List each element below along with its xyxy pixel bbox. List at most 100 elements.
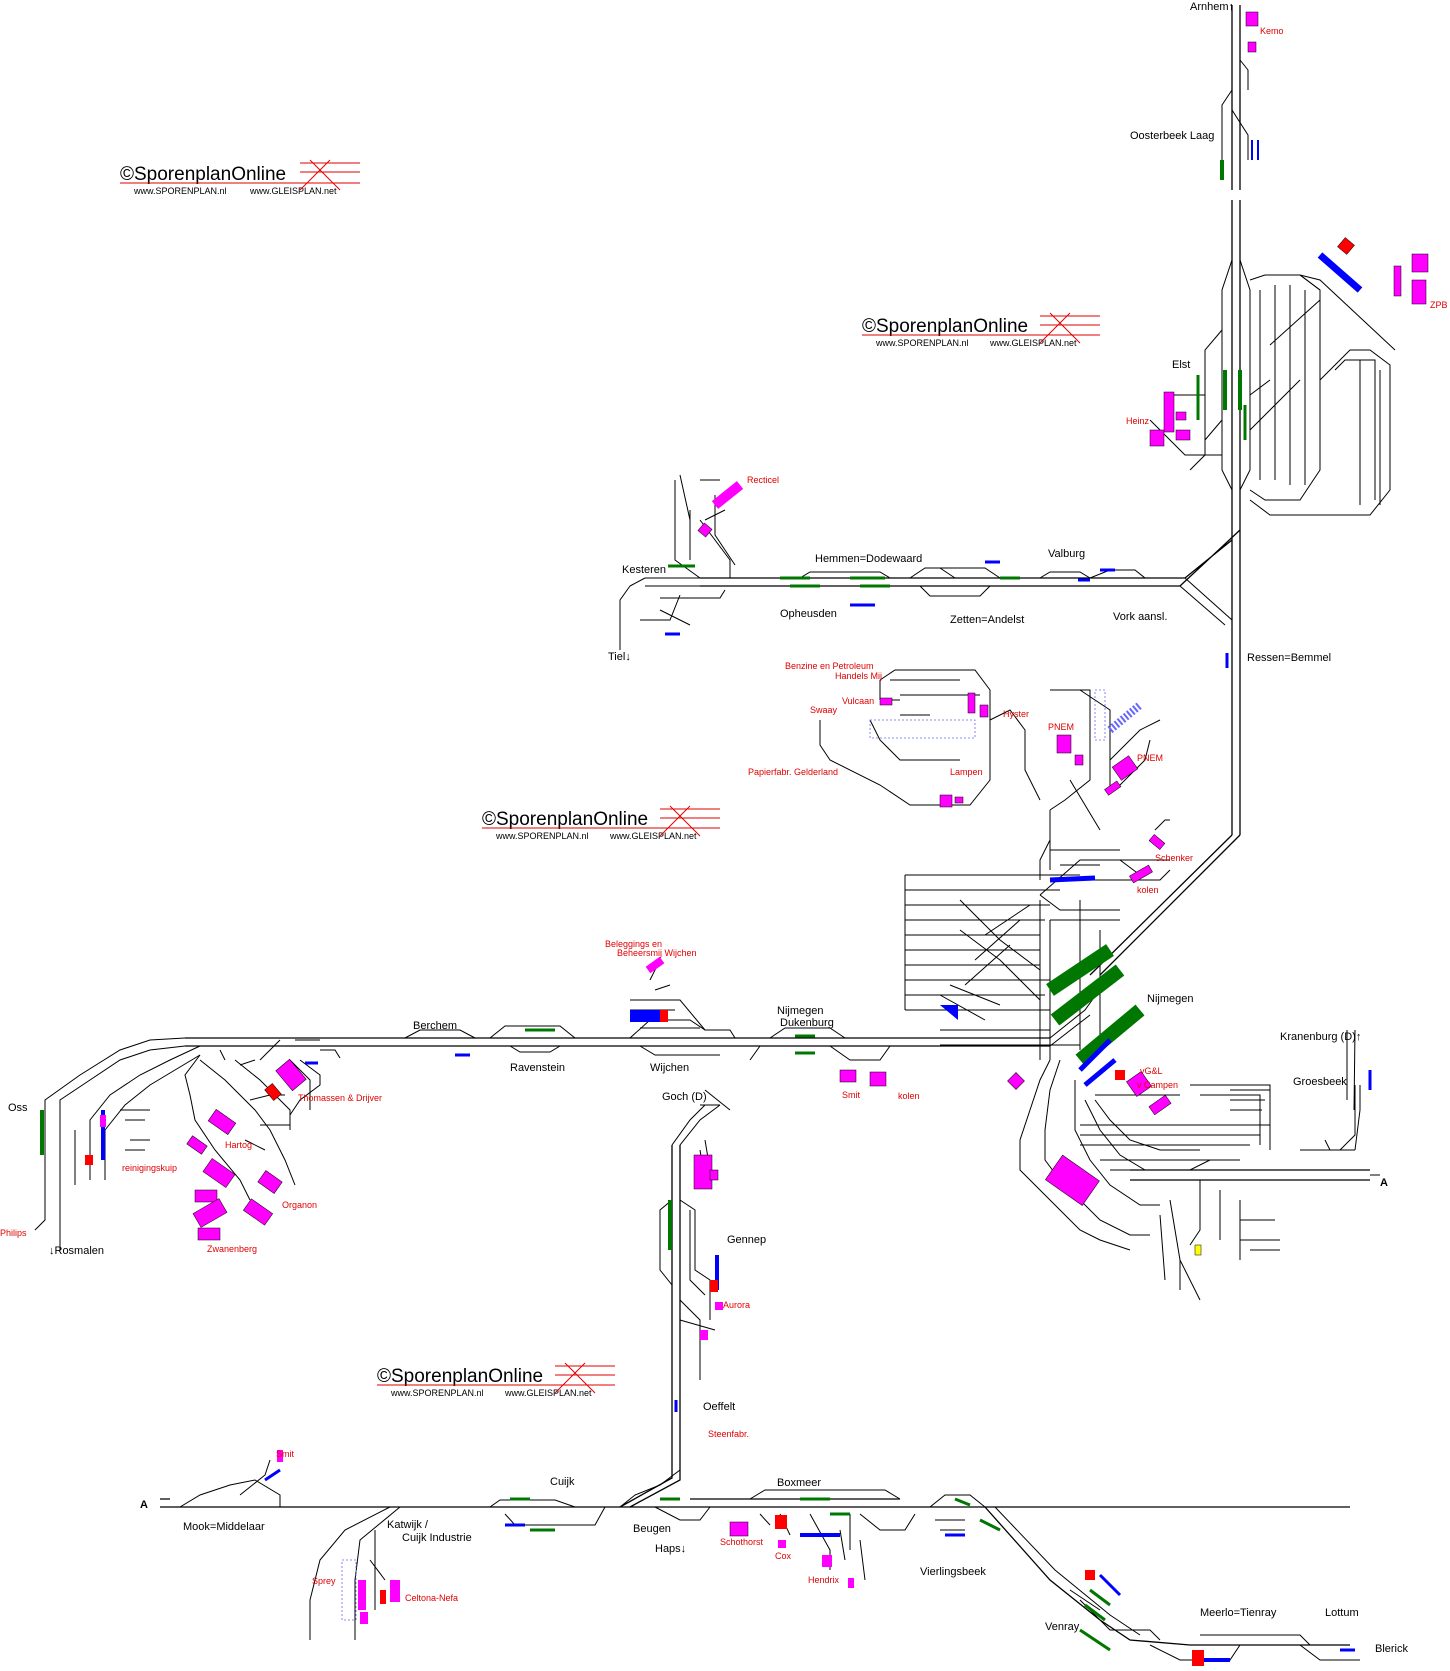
label-reiniging-1: reinigingskuip	[122, 1163, 177, 1173]
label-aurora: Aurora	[723, 1300, 750, 1310]
label-gennep: Gennep	[727, 1234, 766, 1246]
logo-url1: www.SPORENPLAN.nl	[875, 338, 969, 348]
label-schothorst: Schothorst	[720, 1537, 764, 1547]
label-pnem2: PNEM	[1137, 753, 1163, 763]
logo-brand: ©SporenplanOnline	[482, 809, 648, 830]
label-nijmegen: Nijmegen	[1147, 993, 1193, 1005]
logo-graphic	[862, 312, 1100, 344]
label-kolen1: kolen	[1137, 885, 1159, 895]
label-thomassen: Thomassen & Drijver	[298, 1093, 382, 1103]
label-benzine-1: Benzine en Petroleum	[785, 661, 874, 671]
label-oss: Oss	[8, 1102, 28, 1114]
logo-brand: ©SporenplanOnline	[862, 316, 1028, 337]
logo-brand: ©SporenplanOnline	[377, 1366, 543, 1387]
label-a-left: A	[140, 1499, 148, 1511]
label-groesbeek: Groesbeek	[1293, 1076, 1347, 1088]
label-rosmalen: ↓Rosmalen	[49, 1245, 104, 1257]
label-kolen2: kolen	[898, 1091, 920, 1101]
label-smit2: Smit	[276, 1449, 294, 1459]
logo-1: ©SporenplanOnline www.SPORENPLAN.nl www.…	[120, 159, 360, 196]
label-vork: Vork aansl.	[1113, 611, 1167, 623]
line-nijmegen-venlo	[160, 1380, 1360, 1661]
nijmegen-south	[1019, 1029, 1380, 1301]
label-kesteren: Kesteren	[622, 564, 666, 576]
label-vierlingsbeek: Vierlingsbeek	[920, 1566, 986, 1578]
label-berchem: Berchem	[413, 1020, 457, 1032]
logo-url1: www.SPORENPLAN.nl	[495, 831, 589, 841]
label-oosterbeek: Oosterbeek Laag	[1130, 130, 1214, 142]
logo-url2: www.GLEISPLAN.net	[609, 831, 697, 841]
label-venray: Venray	[1045, 1621, 1080, 1633]
label-hendrix: Hendrix	[808, 1575, 840, 1585]
label-heinz: Heinz	[1126, 416, 1150, 426]
label-katwijk-2: Cuijk Industrie	[402, 1532, 472, 1544]
label-cuijk: Cuijk	[550, 1476, 575, 1488]
label-blerick: Blerick	[1375, 1643, 1409, 1655]
label-smit1: Smit	[842, 1090, 860, 1100]
logo-graphic	[482, 805, 720, 837]
logo-url2: www.GLEISPLAN.net	[989, 338, 1077, 348]
label-lampen: Lampen	[950, 767, 983, 777]
logo-2: ©SporenplanOnline www.SPORENPLAN.nl www.…	[862, 312, 1100, 348]
label-recticel: Recticel	[747, 475, 779, 485]
label-vgsl: vG&L	[1140, 1066, 1163, 1076]
label-ressen: Ressen=Bemmel	[1247, 652, 1331, 664]
label-lottum: Lottum	[1325, 1607, 1359, 1619]
label-oeffelt: Oeffelt	[703, 1401, 735, 1413]
logo-graphic	[120, 159, 360, 191]
label-boxmeer: Boxmeer	[777, 1477, 821, 1489]
label-beugen: Beugen	[633, 1523, 671, 1535]
label-vulcaan: Vulcaan	[842, 696, 874, 706]
logo-url1: www.SPORENPLAN.nl	[133, 186, 227, 196]
label-organon: Organon	[282, 1200, 317, 1210]
label-elst: Elst	[1172, 359, 1190, 371]
label-papier: Papierfabr. Gelderland	[748, 767, 838, 777]
label-steenfabr: Steenfabr.	[708, 1429, 749, 1439]
label-kemo: Kemo	[1260, 26, 1284, 36]
label-hyster: Hyster	[1003, 709, 1029, 719]
logo-3: ©SporenplanOnline www.SPORENPLAN.nl www.…	[482, 805, 720, 841]
line-gennep	[659, 1089, 731, 1380]
line-arnhem-nijmegen	[1089, 5, 1396, 976]
logo-graphic	[377, 1362, 615, 1394]
line-kesteren-elst	[619, 474, 1241, 650]
label-dukenburg-2: Dukenburg	[780, 1017, 834, 1029]
label-opheusden: Opheusden	[780, 608, 837, 620]
label-valburg: Valburg	[1048, 548, 1085, 560]
label-zetten: Zetten=Andelst	[950, 614, 1024, 626]
label-swaay: Swaay	[810, 705, 838, 715]
label-kranenburg: Kranenburg (D)↑	[1280, 1031, 1361, 1043]
logo-4: ©SporenplanOnline www.SPORENPLAN.nl www.…	[377, 1362, 615, 1398]
label-ravenstein: Ravenstein	[510, 1062, 565, 1074]
label-meerlo: Meerlo=Tienray	[1200, 1607, 1277, 1619]
logo-url2: www.GLEISPLAN.net	[249, 186, 337, 196]
label-katwijk-1: Katwijk /	[387, 1519, 429, 1531]
label-benzine-2: Handels Mij	[835, 671, 882, 681]
label-dukenburg-1: Nijmegen	[777, 1005, 823, 1017]
label-mook: Mook=Middelaar	[183, 1521, 265, 1533]
label-hemmen: Hemmen=Dodewaard	[815, 553, 922, 565]
label-a-right: A	[1380, 1177, 1388, 1189]
industry-buildings	[85, 11, 1429, 1666]
logo-brand: ©SporenplanOnline	[120, 164, 286, 185]
label-beleggings-1: Beleggings en	[605, 939, 662, 949]
label-philips: Philips	[0, 1228, 27, 1238]
label-goch: Goch (D)	[662, 1091, 707, 1103]
label-zpb: ZPB	[1430, 300, 1448, 310]
label-haps: Haps↓	[655, 1543, 686, 1555]
label-vcampen: v Campen	[1137, 1080, 1178, 1090]
label-tiel: Tiel↓	[608, 651, 631, 663]
label-arnhem: Arnhem↑	[1190, 1, 1234, 13]
label-sprey: Sprey	[312, 1576, 336, 1586]
label-schenker: Schenker	[1155, 853, 1193, 863]
label-hartog: Hartog	[225, 1140, 252, 1150]
label-pnem1: PNEM	[1048, 722, 1074, 732]
logo-url2: www.GLEISPLAN.net	[504, 1388, 592, 1398]
label-cox: Cox	[775, 1551, 792, 1561]
label-zwanenberg: Zwanenberg	[207, 1244, 257, 1254]
platforms	[40, 140, 1372, 1662]
label-celtona: Celtona-Nefa	[405, 1593, 458, 1603]
